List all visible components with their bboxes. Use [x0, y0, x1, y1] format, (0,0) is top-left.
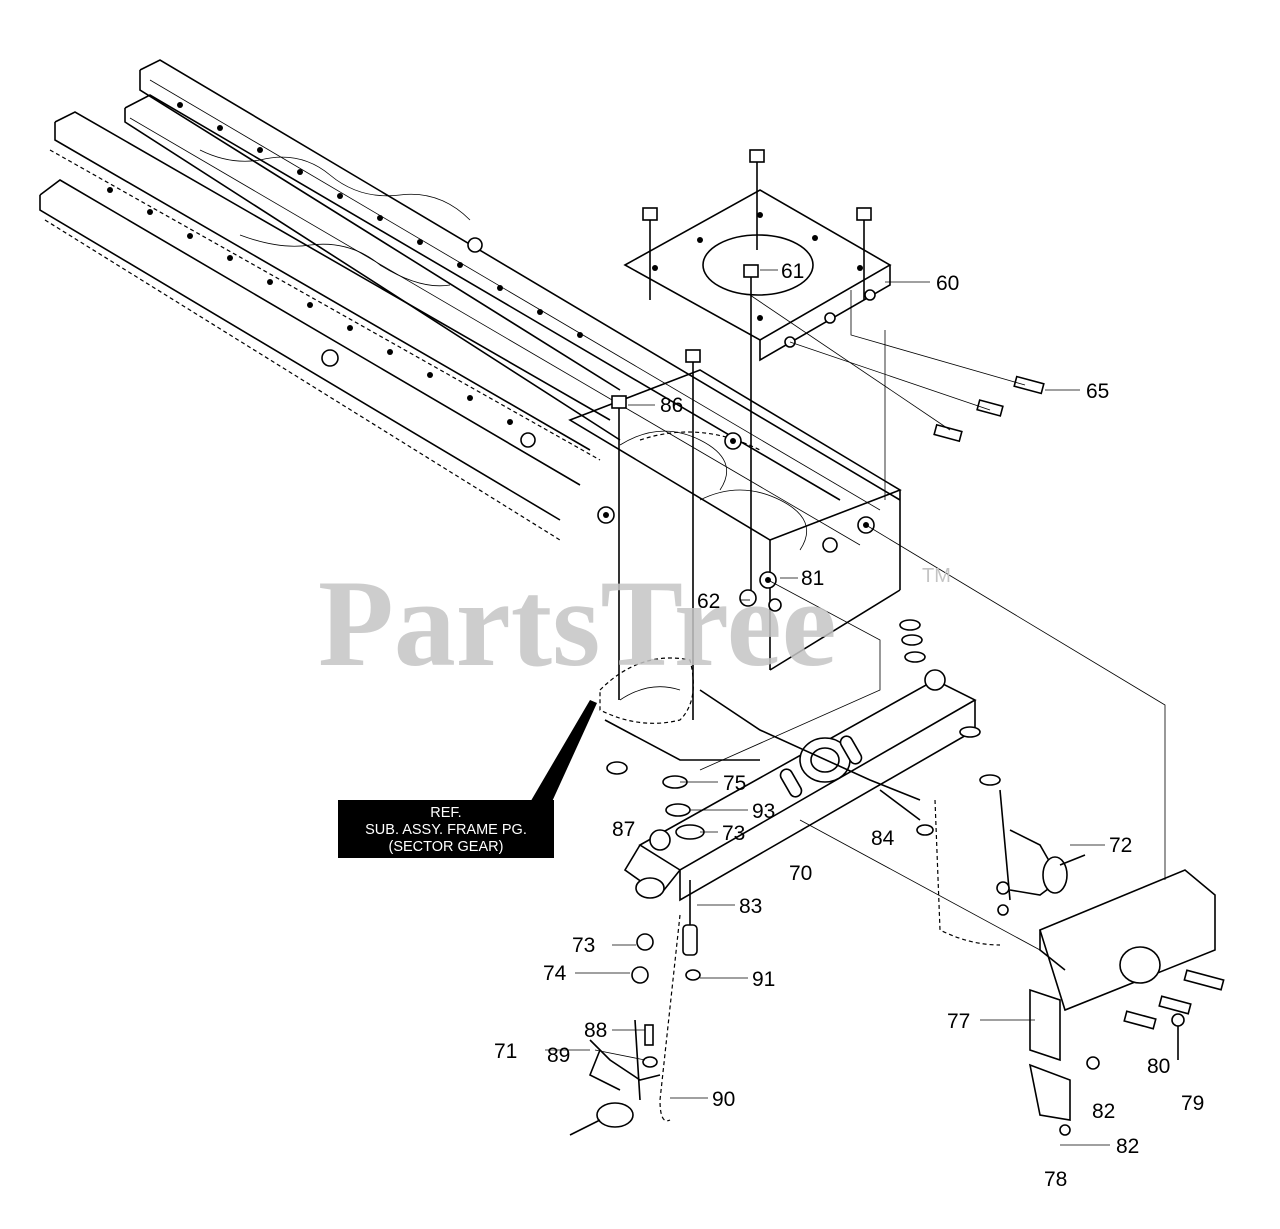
ref-line-2: SUB. ASSY. FRAME PG. — [365, 822, 527, 838]
right-spindle — [996, 789, 1086, 916]
callout-61[interactable]: 61 — [781, 260, 804, 283]
callout-84[interactable]: 84 — [871, 827, 895, 850]
callout-91[interactable]: 91 — [752, 968, 775, 991]
callout-62[interactable]: 62 — [697, 590, 720, 613]
ref-line-1: REF. — [430, 805, 461, 821]
callout-78[interactable]: 78 — [1044, 1168, 1067, 1191]
callout-73-lower[interactable]: 73 — [572, 934, 595, 957]
watermark-text: PartsTree — [318, 555, 837, 692]
callout-90[interactable]: 90 — [712, 1088, 735, 1111]
callout-83[interactable]: 83 — [739, 895, 762, 918]
callout-75[interactable]: 75 — [723, 772, 746, 795]
callout-80[interactable]: 80 — [1147, 1055, 1170, 1078]
callout-72[interactable]: 72 — [1109, 834, 1132, 857]
callout-65[interactable]: 65 — [1086, 380, 1109, 403]
callout-93[interactable]: 93 — [752, 800, 775, 823]
callout-82-upper[interactable]: 82 — [1092, 1100, 1115, 1123]
callout-79[interactable]: 79 — [1181, 1092, 1204, 1115]
watermark-trademark: TM — [922, 565, 951, 587]
callout-73-upper[interactable]: 73 — [722, 822, 745, 845]
frame-rails — [39, 59, 901, 546]
bracket-assembly — [1028, 869, 1225, 1136]
left-spindle — [569, 933, 661, 1136]
callout-82-lower[interactable]: 82 — [1116, 1135, 1139, 1158]
pivot-stack — [606, 619, 1001, 840]
callout-70[interactable]: 70 — [789, 862, 812, 885]
callout-60[interactable]: 60 — [936, 272, 959, 295]
callout-86[interactable]: 86 — [660, 394, 683, 417]
ref-line-3: (SECTOR GEAR) — [389, 839, 504, 855]
front-axle — [604, 669, 977, 902]
callout-71[interactable]: 71 — [494, 1040, 517, 1063]
callout-89[interactable]: 89 — [547, 1044, 570, 1067]
callout-labels: 60 61 62 65 86 81 75 93 73 87 84 72 70 8… — [494, 260, 1204, 1191]
callout-74[interactable]: 74 — [543, 962, 567, 985]
callout-77[interactable]: 77 — [947, 1010, 970, 1033]
callout-88[interactable]: 88 — [584, 1019, 607, 1042]
callout-81[interactable]: 81 — [801, 567, 824, 590]
alignment-lines — [699, 290, 1166, 951]
drag-link — [659, 880, 701, 1122]
reference-box: REF. SUB. ASSY. FRAME PG. (SECTOR GEAR) — [338, 800, 554, 858]
leader-lines — [515, 269, 1110, 1146]
callout-87[interactable]: 87 — [612, 818, 635, 841]
